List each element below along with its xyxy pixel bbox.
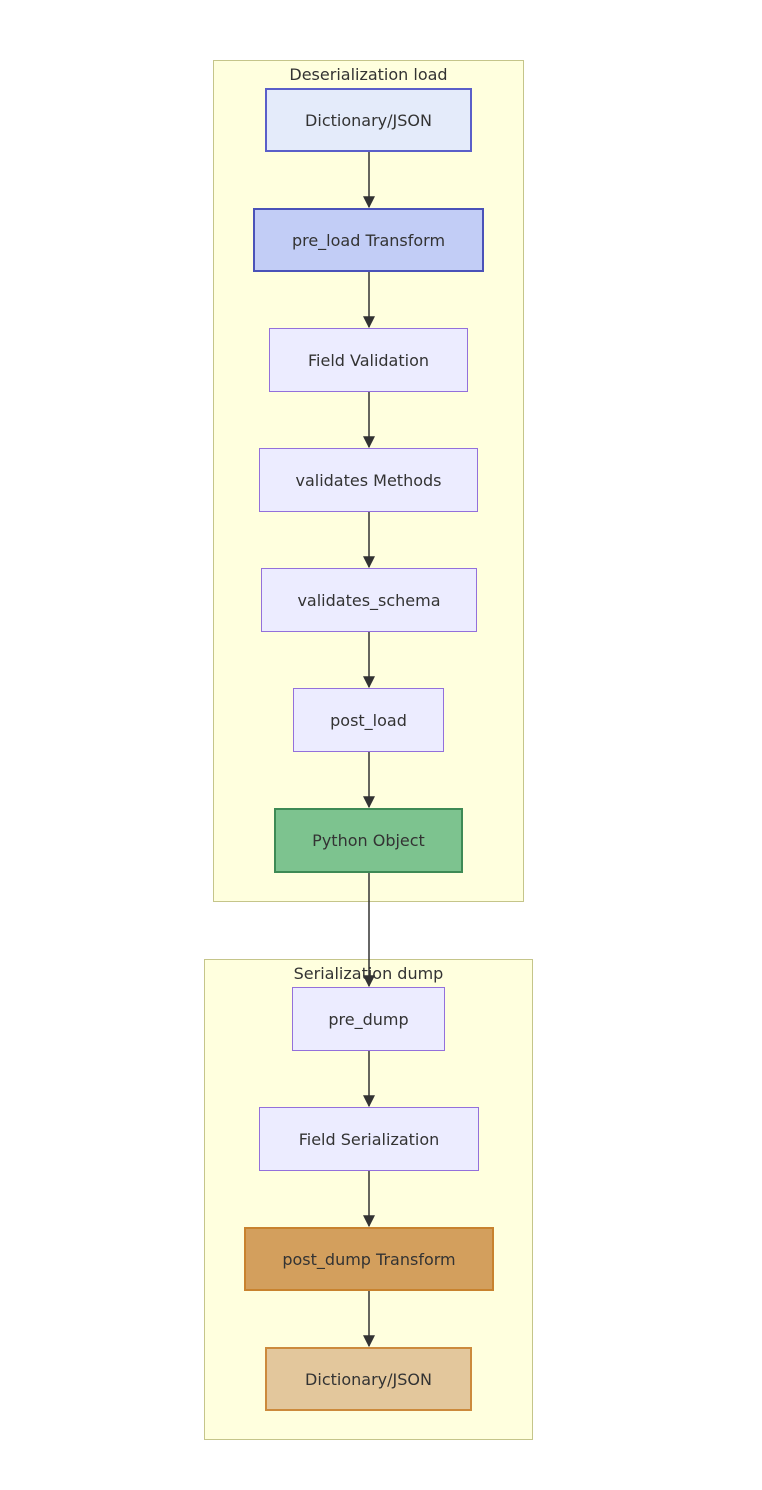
node-pre-dump-label: pre_dump: [328, 1009, 409, 1029]
node-python-object: Python Object: [274, 808, 463, 873]
node-dump-output-label: Dictionary/JSON: [305, 1369, 432, 1389]
node-post-dump-transform: post_dump Transform: [244, 1227, 494, 1291]
node-validates-schema-label: validates_schema: [297, 590, 441, 610]
node-load-input-label: Dictionary/JSON: [305, 110, 432, 130]
serialization-cluster-title: Serialization dump: [293, 964, 444, 983]
node-python-object-label: Python Object: [312, 831, 425, 850]
node-validates-methods-label: validates Methods: [295, 470, 442, 490]
node-validates-schema: validates_schema: [261, 568, 477, 632]
node-dump-output-dictionary-json: Dictionary/JSON: [265, 1347, 472, 1411]
node-field-serialization-label: Field Serialization: [298, 1129, 440, 1149]
node-post-load: post_load: [293, 688, 444, 752]
node-field-serialization: Field Serialization: [259, 1107, 479, 1171]
deserialization-cluster-title: Deserialization load: [289, 65, 448, 84]
node-pre-dump: pre_dump: [292, 987, 445, 1051]
node-field-validation-label: Field Validation: [307, 350, 430, 370]
node-post-dump-label: post_dump Transform: [282, 1249, 456, 1269]
node-load-input-dictionary-json: Dictionary/JSON: [265, 88, 472, 152]
node-post-load-label: post_load: [330, 710, 407, 730]
node-validates-methods: validates Methods: [259, 448, 478, 512]
node-pre-load-transform: pre_load Transform: [253, 208, 484, 272]
node-pre-load-label: pre_load Transform: [291, 230, 446, 250]
node-field-validation: Field Validation: [269, 328, 468, 392]
